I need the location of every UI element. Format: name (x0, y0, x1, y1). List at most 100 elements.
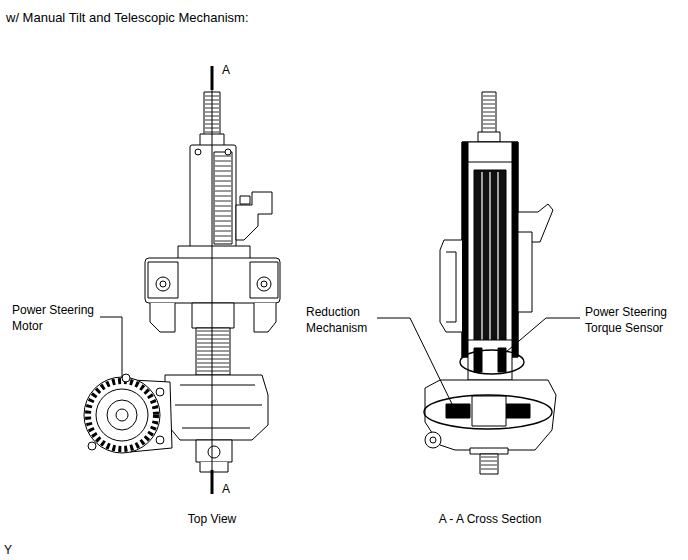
hatch-lines (197, 355, 229, 356)
part-label: Power Steering Motor (12, 303, 107, 334)
power-steering-motor (96, 389, 148, 441)
power-steering-motor (156, 388, 164, 396)
corner-mark: Y (4, 543, 12, 559)
column-top-view (165, 375, 268, 440)
hatch-lines (215, 201, 231, 202)
power-steering-motor (84, 374, 172, 453)
column-top-view (156, 277, 170, 291)
hatch-lines (215, 166, 231, 167)
hatch-lines (481, 461, 497, 462)
hatch-lines (483, 100, 495, 101)
column-cross-section (430, 437, 436, 443)
hatch-lines (215, 176, 231, 177)
view-caption: Top View (188, 512, 236, 528)
hatch-lines (215, 196, 231, 197)
view-caption: A - A Cross Section (439, 512, 542, 528)
column-top-view (208, 446, 220, 458)
column-cross-section (462, 142, 468, 357)
section-letter: A (222, 63, 230, 79)
column-top-view (175, 385, 262, 428)
highlight-ellipse (424, 395, 552, 429)
hatch-lines (215, 171, 231, 172)
column-top-view (150, 303, 175, 332)
column-cross-section (425, 432, 441, 448)
hatch-lines (215, 186, 231, 187)
hatch-lines (483, 96, 495, 97)
hatch-lines (481, 96, 497, 469)
column-top-view (257, 277, 271, 291)
column-cross-section (518, 232, 532, 312)
hatch-lines (215, 181, 231, 182)
hatch-lines (197, 371, 229, 372)
section-line (211, 66, 214, 90)
leader-line (100, 317, 122, 378)
hatch-lines (483, 120, 495, 121)
power-steering-motor (88, 381, 156, 449)
hatch-lines (483, 128, 495, 129)
hatch-lines (215, 231, 231, 232)
hatch-lines (483, 124, 495, 125)
hatch-lines (483, 108, 495, 109)
hatch-lines (483, 112, 495, 113)
hatch-lines (197, 343, 229, 344)
hatch-lines (215, 221, 231, 222)
section-line (211, 470, 214, 494)
hatch-lines (481, 469, 497, 470)
hatch-lines (483, 116, 495, 117)
column-cross-section (506, 404, 530, 418)
part-label: Power Steering Torque Sensor (585, 305, 677, 336)
hatch-lines (215, 211, 231, 212)
power-steering-motor (156, 436, 164, 444)
power-steering-motor (107, 400, 137, 430)
column-top-view (214, 152, 232, 244)
power-steering-motor (116, 409, 128, 421)
power-steering-motor (88, 442, 96, 450)
column-cross-section (478, 132, 500, 142)
hatch-lines (215, 226, 231, 227)
column-top-view (190, 145, 236, 251)
column-top-view (240, 196, 250, 204)
hatch-lines (481, 457, 497, 458)
column-top-view (200, 462, 228, 472)
hatch-lines (215, 241, 231, 242)
part-label: Reduction Mechanism (306, 305, 378, 336)
leader-line (377, 318, 452, 404)
column-top-view (225, 149, 231, 155)
column-cross-section (480, 454, 498, 474)
hatch-lines (215, 156, 231, 157)
hatch-lines (197, 351, 229, 352)
power-steering-motor (84, 377, 160, 453)
column-top-view (148, 262, 178, 298)
hatch-lines (197, 359, 229, 360)
column-top-view (250, 262, 278, 298)
column-top-view (254, 303, 276, 332)
section-line (212, 66, 213, 494)
hatch-lines (215, 161, 231, 162)
hatch-lines (215, 236, 231, 237)
column-top-view (160, 281, 166, 287)
column-cross-section (446, 404, 470, 418)
hatch-lines (197, 335, 229, 336)
hatch-lines (197, 339, 229, 340)
leader-line (506, 318, 580, 352)
column-top-view (236, 192, 272, 240)
column-top-view (196, 440, 232, 462)
column-top-view (192, 303, 234, 328)
illustration-group (84, 66, 580, 494)
column-cross-section (425, 92, 556, 474)
section-letter: A (222, 482, 230, 498)
hatch-lines (197, 363, 229, 364)
hatch-lines (197, 367, 229, 368)
power-steering-motor (122, 374, 130, 382)
column-cross-section (472, 396, 506, 426)
column-top-view (195, 149, 201, 155)
column-cross-section (470, 448, 508, 454)
hatch-lines (215, 206, 231, 207)
column-cross-section (425, 380, 556, 450)
column-cross-section (474, 170, 506, 342)
figure-title: w/ Manual Tilt and Telescopic Mechanism: (6, 10, 249, 25)
hatch-lines (481, 465, 497, 466)
hatch-lines (215, 191, 231, 192)
hatch-lines (197, 331, 229, 332)
